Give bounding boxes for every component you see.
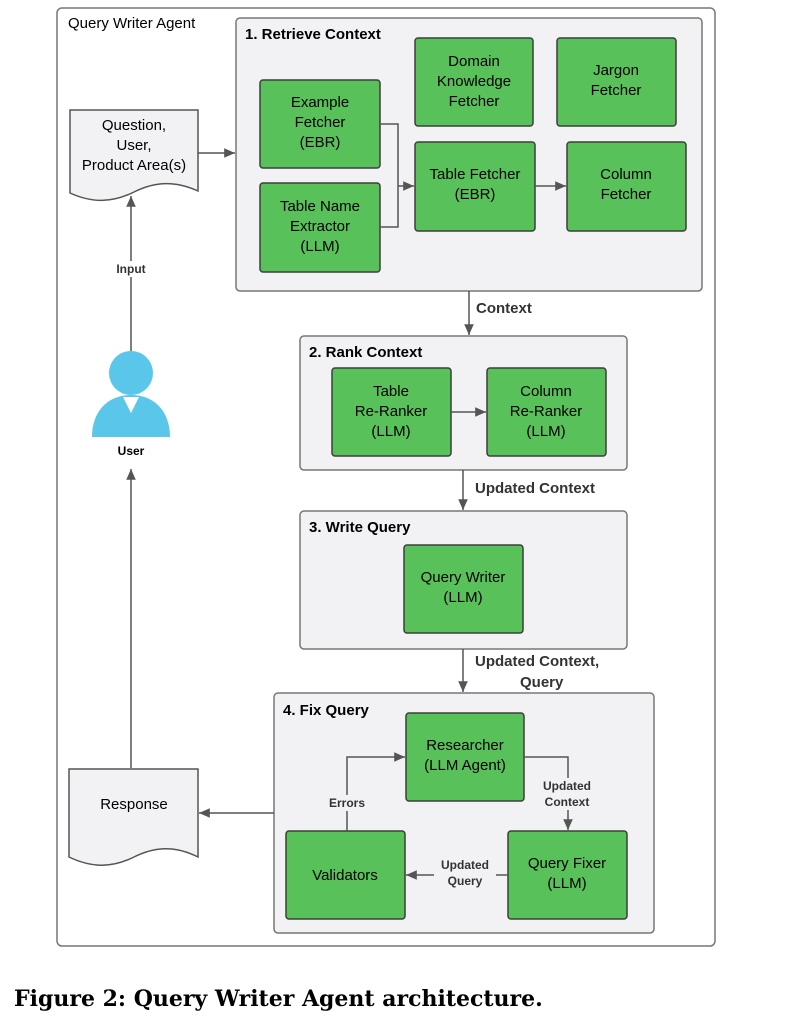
table-name-extractor-line2: Extractor bbox=[290, 218, 350, 235]
svg-text:Validators: Validators bbox=[312, 867, 378, 884]
figure-caption: Figure 2: Query Writer Agent architectur… bbox=[14, 986, 543, 1012]
user-label: User bbox=[118, 444, 145, 458]
svg-text:Researcher(LLM Agent): Researcher (LLM Agent) bbox=[424, 737, 506, 774]
response-doc-label: Response bbox=[100, 796, 168, 813]
input-edge-label: Input bbox=[116, 262, 145, 276]
example-fetcher-line1: Example bbox=[291, 94, 349, 111]
domain-knowledge-line3: Fetcher bbox=[449, 93, 500, 110]
table-name-extractor-line1: Table Name bbox=[280, 198, 360, 215]
input-doc-line2: User, bbox=[116, 137, 151, 154]
example-fetcher-connector bbox=[380, 123, 399, 186]
section-title-fix: 4. Fix Query bbox=[283, 702, 370, 719]
table-reranker-line2: Re-Ranker bbox=[355, 403, 428, 420]
section-title-retrieve: 1. Retrieve Context bbox=[245, 26, 381, 43]
domain-knowledge-line2: Knowledge bbox=[437, 73, 511, 90]
validators-line1: Validators bbox=[312, 867, 378, 884]
table-fetcher-node: Table Fetcher (EBR) bbox=[414, 141, 536, 232]
updated-query-label-line2: Query bbox=[448, 874, 483, 888]
svg-text:Table Fetcher(EBR): Table Fetcher (EBR) bbox=[430, 166, 521, 203]
query-fixer-line2: (LLM) bbox=[547, 875, 586, 892]
errors-edge-label: Errors bbox=[329, 796, 365, 810]
fix-updated-context-label-line2: Context bbox=[545, 795, 590, 809]
context-edge-label: Context bbox=[476, 300, 532, 317]
table-name-extractor-line3: (LLM) bbox=[300, 238, 339, 255]
table-reranker-line1: Table bbox=[373, 383, 409, 400]
table-fetcher-line2: (EBR) bbox=[455, 186, 496, 203]
domain-knowledge-line1: Domain bbox=[448, 53, 500, 70]
table-name-extractor-connector bbox=[380, 186, 399, 228]
svg-text:Query Writer(LLM): Query Writer (LLM) bbox=[421, 569, 506, 606]
table-fetcher-line1: Table Fetcher bbox=[430, 166, 521, 183]
fix-updated-context-label-line1: Updated bbox=[543, 779, 591, 793]
query-writer-line2: (LLM) bbox=[443, 589, 482, 606]
jargon-fetcher-line2: Fetcher bbox=[591, 82, 642, 99]
researcher-line1: Researcher bbox=[426, 737, 504, 754]
example-fetcher-line2: Fetcher bbox=[295, 114, 346, 131]
column-fetcher-line2: Fetcher bbox=[601, 186, 652, 203]
user-icon bbox=[92, 351, 170, 437]
input-doc-line3: Product Area(s) bbox=[82, 157, 186, 174]
researcher-node: Researcher (LLM Agent) bbox=[405, 712, 525, 802]
jargon-fetcher-line1: Jargon bbox=[593, 62, 639, 79]
architecture-diagram: Query Writer Agent 1. Retrieve Context 2… bbox=[56, 7, 716, 947]
section-title-rank: 2. Rank Context bbox=[309, 344, 422, 361]
researcher-line2: (LLM Agent) bbox=[424, 757, 506, 774]
updated-context-query-label-line2: Query bbox=[520, 674, 564, 691]
updated-context-query-label-line1: Updated Context, bbox=[475, 653, 599, 670]
table-reranker-line3: (LLM) bbox=[371, 423, 410, 440]
validators-node: Validators bbox=[285, 830, 406, 920]
updated-context-edge-label: Updated Context bbox=[475, 480, 595, 497]
section-title-write: 3. Write Query bbox=[309, 519, 411, 536]
column-reranker-line1: Column bbox=[520, 383, 572, 400]
svg-text:Query Fixer(LLM): Query Fixer (LLM) bbox=[528, 855, 606, 892]
query-writer-node: Query Writer (LLM) bbox=[403, 544, 524, 634]
response-document: Response bbox=[68, 768, 199, 866]
column-reranker-line2: Re-Ranker bbox=[510, 403, 583, 420]
query-fixer-line1: Query Fixer bbox=[528, 855, 606, 872]
outer-title: Query Writer Agent bbox=[68, 15, 196, 32]
query-fixer-node: Query Fixer (LLM) bbox=[507, 830, 628, 920]
updated-query-label-line1: Updated bbox=[441, 858, 489, 872]
input-document: Question, User, Product Area(s) bbox=[69, 109, 199, 202]
query-writer-line1: Query Writer bbox=[421, 569, 506, 586]
column-fetcher-line1: Column bbox=[600, 166, 652, 183]
svg-text:Question,User,Product Area(s): Question, User, Product Area(s) bbox=[82, 117, 186, 174]
example-fetcher-line3: (EBR) bbox=[300, 134, 341, 151]
input-doc-line1: Question, bbox=[102, 117, 166, 134]
column-reranker-line3: (LLM) bbox=[526, 423, 565, 440]
